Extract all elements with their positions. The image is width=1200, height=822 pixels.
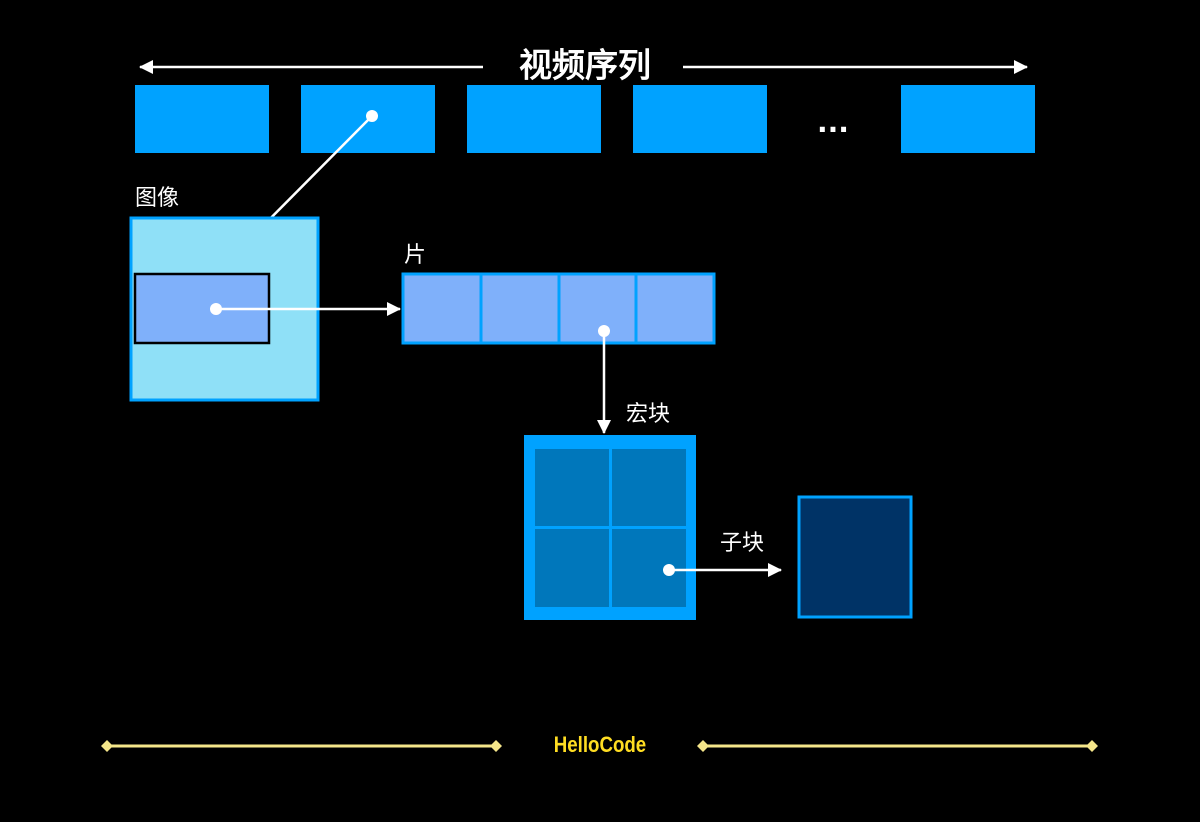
ellipsis: ... — [817, 106, 849, 139]
arrow-origin-dot — [663, 564, 675, 576]
brand-logo: HelloCode — [554, 734, 646, 758]
slice — [401, 272, 716, 345]
sequence-title: 视频序列 — [519, 46, 651, 85]
frame — [633, 85, 767, 153]
subblock-label: 子块 — [720, 531, 764, 556]
frame — [901, 85, 1035, 153]
macroblock-label: 宏块 — [626, 402, 670, 427]
footer-line-right — [697, 740, 1098, 752]
footer-line-left — [101, 740, 502, 752]
frame — [135, 85, 269, 153]
frame-sequence — [135, 85, 1035, 153]
arrow-origin-dot — [598, 325, 610, 337]
slice-label: 片 — [404, 243, 426, 268]
picture-label: 图像 — [135, 186, 179, 211]
arrow-origin-dot — [210, 303, 222, 315]
arrow-origin-dot — [366, 110, 378, 122]
subblock — [797, 495, 913, 619]
frame — [467, 85, 601, 153]
macroblock — [524, 435, 696, 620]
